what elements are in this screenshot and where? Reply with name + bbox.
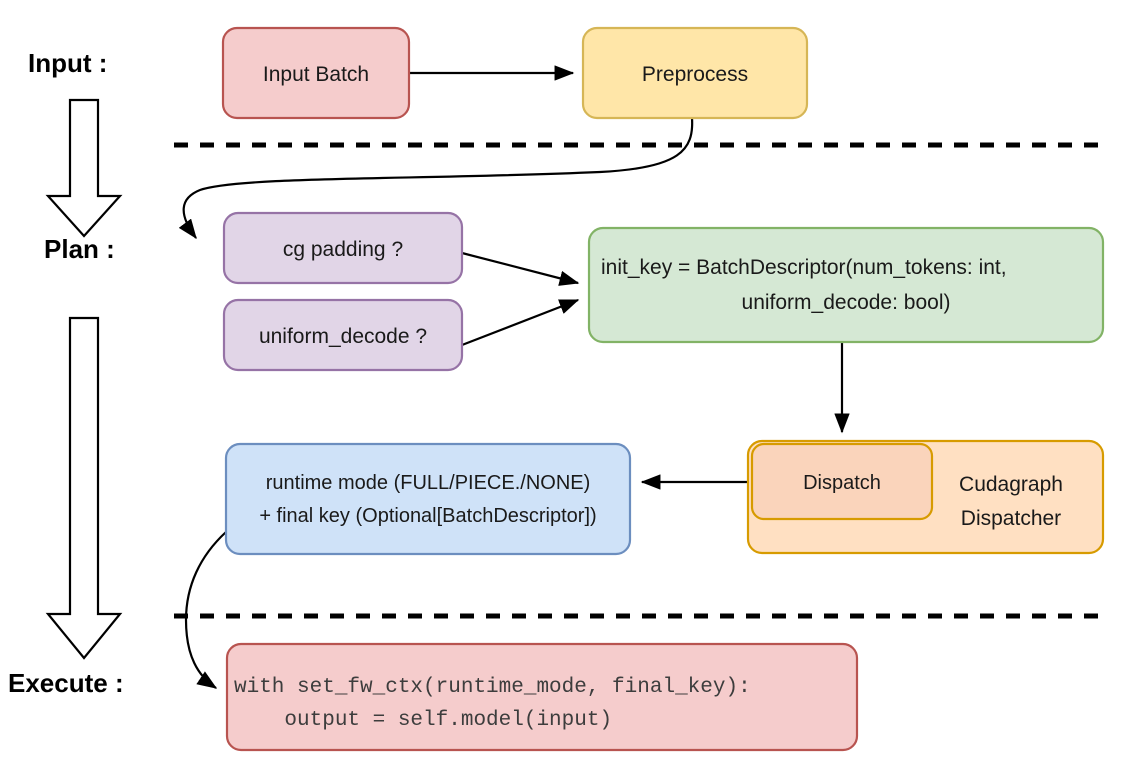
node-uniform-decode-label: uniform_decode ? bbox=[259, 325, 427, 348]
edge-uniform-decode-to-init-key bbox=[461, 298, 580, 347]
node-dispatch-shape[interactable] bbox=[750, 442, 934, 521]
node-uniform-decode[interactable]: uniform_decode ? bbox=[222, 298, 464, 372]
node-preprocess-label: Preprocess bbox=[642, 63, 748, 86]
stage-label-input: Input : bbox=[28, 48, 107, 78]
node-preprocess[interactable]: Preprocess bbox=[581, 26, 809, 120]
node-dispatch[interactable]: Dispatch bbox=[750, 442, 934, 521]
node-preprocess-shape[interactable] bbox=[581, 26, 809, 120]
node-execute-code-shape[interactable] bbox=[225, 642, 859, 752]
node-input-batch-shape[interactable] bbox=[221, 26, 411, 120]
stage-label-execute: Execute : bbox=[8, 668, 124, 698]
stage-label-plan: Plan : bbox=[44, 234, 115, 264]
node-uniform-decode-shape[interactable] bbox=[222, 298, 464, 372]
node-cudagraph-dispatcher-label-line1: Cudagraph bbox=[959, 473, 1063, 496]
node-runtime-mode[interactable]: runtime mode (FULL/PIECE./NONE) + final … bbox=[224, 442, 632, 556]
node-init-key-label-line2: uniform_decode: bool) bbox=[742, 291, 951, 314]
edge-cg-padding-to-init-key bbox=[461, 251, 580, 286]
node-cg-padding-shape[interactable] bbox=[222, 211, 464, 285]
stage-arrow-input-to-plan-icon bbox=[45, 98, 123, 238]
node-input-batch[interactable]: Input Batch bbox=[221, 26, 411, 120]
node-cudagraph-dispatcher-label-line2: Dispatcher bbox=[961, 507, 1061, 530]
node-execute-code[interactable]: with set_fw_ctx(runtime_mode, final_key)… bbox=[225, 642, 859, 752]
node-init-key-shape[interactable] bbox=[587, 226, 1105, 344]
node-init-key[interactable]: init_key = BatchDescriptor(num_tokens: i… bbox=[587, 226, 1105, 344]
node-runtime-mode-shape[interactable] bbox=[224, 442, 632, 556]
node-dispatch-label: Dispatch bbox=[803, 472, 881, 494]
node-runtime-mode-label-line1: runtime mode (FULL/PIECE./NONE) bbox=[266, 472, 591, 494]
edge-preprocess-to-cg-padding bbox=[178, 117, 694, 240]
node-cg-padding[interactable]: cg padding ? bbox=[222, 211, 464, 285]
node-init-key-label-line1: init_key = BatchDescriptor(num_tokens: i… bbox=[601, 256, 1007, 279]
node-runtime-mode-label-line2: + final key (Optional[BatchDescriptor]) bbox=[259, 505, 596, 527]
node-input-batch-label: Input Batch bbox=[263, 63, 369, 86]
node-cg-padding-label: cg padding ? bbox=[283, 238, 403, 261]
node-execute-code-line2: output = self.model(input) bbox=[234, 709, 612, 732]
node-execute-code-line1: with set_fw_ctx(runtime_mode, final_key)… bbox=[234, 676, 751, 699]
stage-arrow-plan-to-execute-icon bbox=[45, 316, 123, 660]
edge-runtime-mode-to-execute-code bbox=[184, 531, 227, 689]
